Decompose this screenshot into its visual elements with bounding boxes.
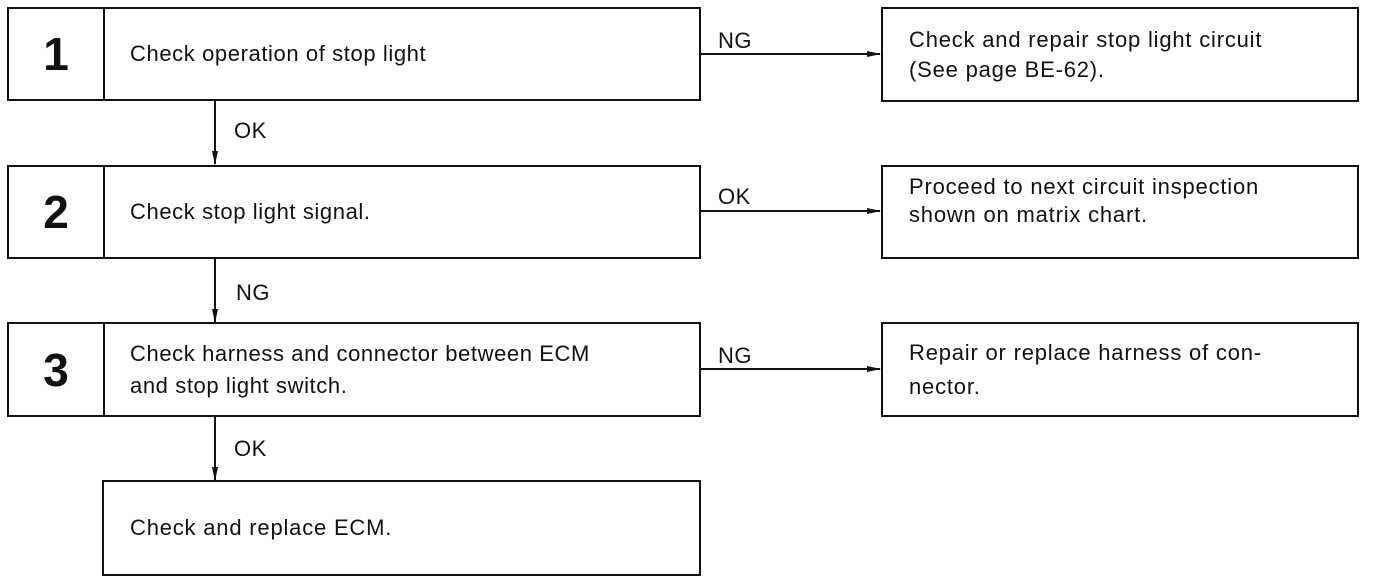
final-action-text: Check and replace ECM. xyxy=(130,515,393,540)
result-2-box: Proceed to next circuit inspection shown… xyxy=(881,165,1359,259)
step-3-text: Check harness and connector between ECM … xyxy=(130,340,590,398)
result-3-text: Repair or replace harness of con- nector… xyxy=(909,339,1262,399)
step-3-number: 3 xyxy=(9,324,105,415)
step-1-box: 1 Check operation of stop light xyxy=(7,7,701,101)
label-step3-ok: OK xyxy=(234,436,267,461)
step-1-number: 1 xyxy=(9,9,105,99)
step-2-box: 2 Check stop light signal. xyxy=(7,165,701,259)
step-2-number: 2 xyxy=(9,167,105,257)
label-step2-ng: NG xyxy=(236,280,270,305)
label-step1-ng: NG xyxy=(718,28,752,53)
label-step3-ng: NG xyxy=(718,343,752,368)
step-1-text: Check operation of stop light xyxy=(130,41,427,66)
final-action-box: Check and replace ECM. xyxy=(102,480,701,576)
result-2-text: Proceed to next circuit inspection shown… xyxy=(909,174,1260,227)
result-1-box: Check and repair stop light circuit (See… xyxy=(881,7,1359,102)
result-1-text: Check and repair stop light circuit (See… xyxy=(909,26,1263,82)
step-2-text: Check stop light signal. xyxy=(130,199,371,224)
step-3-box: 3 Check harness and connector between EC… xyxy=(7,322,701,417)
label-step2-ok: OK xyxy=(718,184,751,209)
label-step1-ok: OK xyxy=(234,118,267,143)
result-3-box: Repair or replace harness of con- nector… xyxy=(881,322,1359,417)
